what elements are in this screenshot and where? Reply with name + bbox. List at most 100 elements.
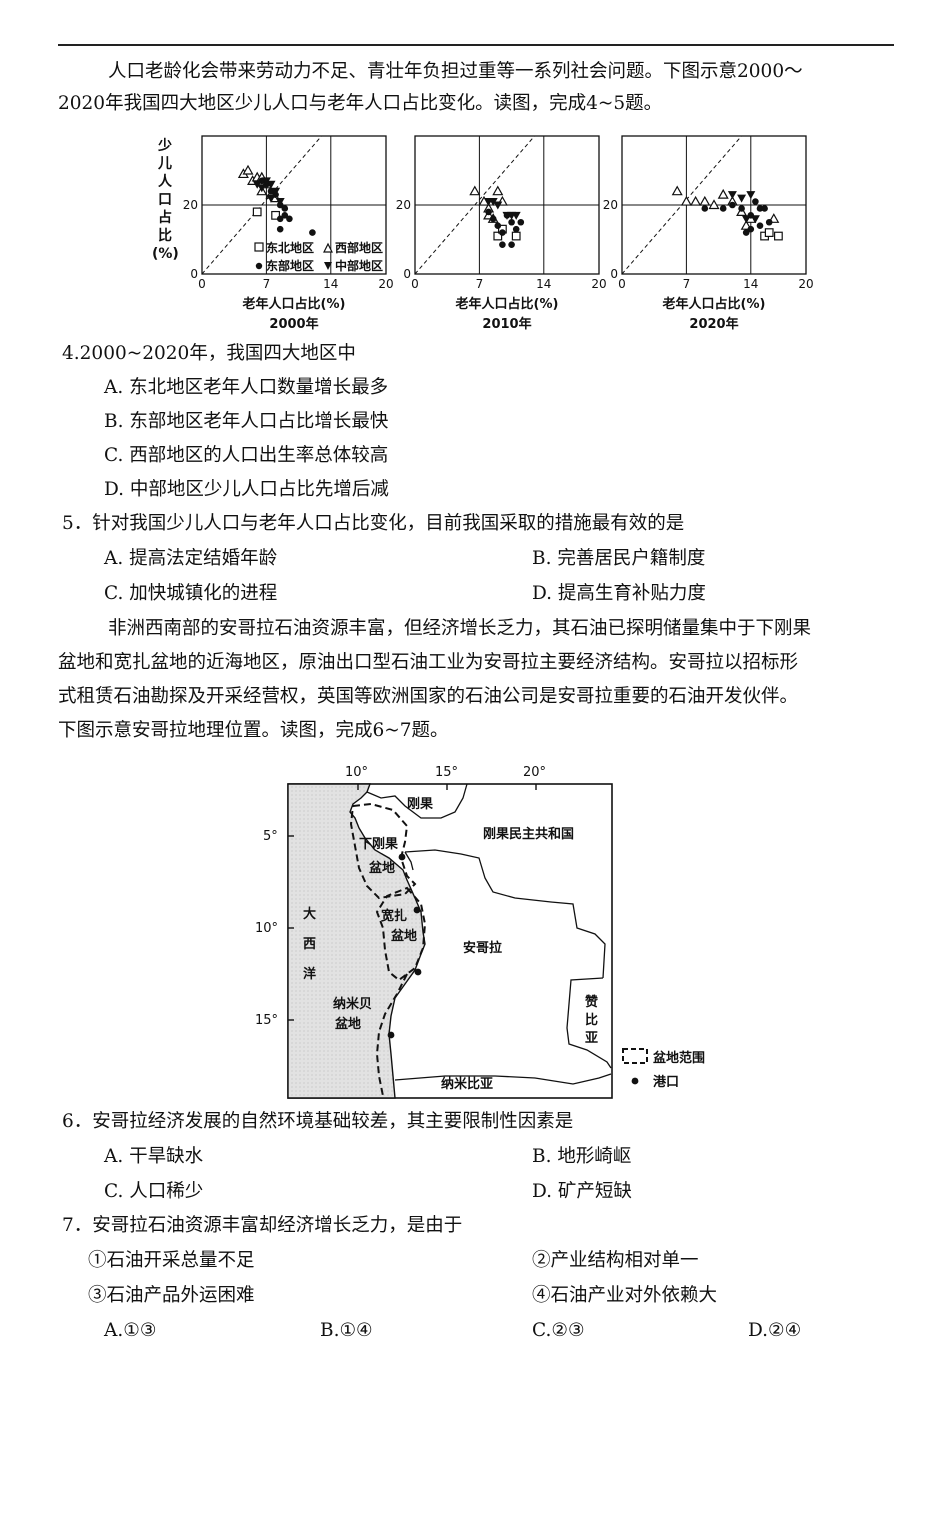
- port-marker: [414, 968, 422, 976]
- intro2-line2: 盆地和宽扎盆地的近海地区，原油出口型石油工业为安哥拉主要经济结构。安哥拉以招标形: [58, 652, 799, 673]
- central-region-point: [252, 180, 262, 189]
- east-region-point: [309, 229, 316, 236]
- q6-option-b[interactable]: B. 地形崎岖: [532, 1146, 632, 1167]
- q7-statement-4: ④石油产业对外依赖大: [532, 1285, 718, 1306]
- intro2-line1: 非洲西南部的安哥拉石油资源丰富，但经济增长乏力，其石油已探明储量集中于下刚果: [108, 618, 812, 639]
- legend-basin-label: 盆地范围: [652, 1050, 705, 1066]
- label-zambia-2: 比: [585, 1012, 598, 1028]
- legend-northeast: 东北地区: [266, 240, 314, 255]
- legend-triangle-marker: [323, 242, 333, 253]
- label-atlantic-3: 洋: [303, 966, 316, 982]
- northeast-region-point: [764, 228, 774, 238]
- q7-statement-3: ③石油产品外运困难: [88, 1285, 255, 1306]
- q4-option-b[interactable]: B. 东部地区老年人口占比增长最快: [104, 411, 389, 432]
- east-region-point: [489, 215, 497, 223]
- q4-option-d[interactable]: D. 中部地区少儿人口占比先增后减: [104, 479, 389, 500]
- zambia-border: [566, 977, 612, 1069]
- lon-label-10: 10°: [345, 765, 368, 780]
- x-axis-label: 老年人口占比(%): [242, 296, 346, 312]
- x-tick-label: 7: [476, 277, 484, 291]
- intro1-line1: 人口老龄化会带来劳动力不足、青壮年负担过重等一系列社会问题。下图示意2000～: [108, 61, 803, 82]
- y-tick-label: 20: [183, 198, 198, 212]
- west-region-point: [242, 164, 254, 175]
- ylabel-char: 人: [158, 173, 173, 190]
- q6-option-d[interactable]: D. 矿产短缺: [532, 1181, 632, 1202]
- kwanza-basin: [375, 886, 427, 982]
- ylabel-char: 口: [158, 192, 172, 208]
- q4-option-c[interactable]: C. 西部地区的人口出生率总体较高: [104, 445, 389, 466]
- northeast-region-point: [511, 231, 521, 241]
- east-region-point: [494, 222, 502, 229]
- ylabel-char: 少: [157, 137, 172, 154]
- lat-label-5: 5°: [263, 829, 278, 844]
- x-tick-label: 14: [743, 277, 758, 291]
- q6-option-a[interactable]: A. 干旱缺水: [104, 1146, 204, 1167]
- chart-legend: 东北地区 西部地区 东部地区 中部地区: [254, 240, 383, 273]
- x-tick-label: 0: [618, 277, 626, 291]
- x-axis-label: 老年人口占比(%): [662, 296, 766, 312]
- namibia-border: [394, 1073, 612, 1085]
- east-region-point: [499, 229, 506, 236]
- label-lower-congo: 下刚果: [359, 837, 398, 852]
- namibe-basin: [375, 973, 408, 1097]
- q4-option-a[interactable]: A. 东北地区老年人口数量增长最多: [104, 377, 389, 398]
- legend-west: 西部地区: [335, 240, 383, 255]
- lat-label-10: 10°: [255, 921, 278, 936]
- q5-option-c[interactable]: C. 加快城镇化的进程: [104, 583, 278, 604]
- x-tick-label: 0: [411, 277, 419, 291]
- northeast-region-point: [773, 231, 783, 241]
- legend-dot-marker: [255, 262, 263, 270]
- label-atlantic-1: 大: [303, 906, 316, 922]
- x-tick-label: 14: [536, 277, 551, 291]
- q5-option-b[interactable]: B. 完善居民户籍制度: [532, 548, 706, 569]
- q7-option-b[interactable]: B.①④: [320, 1320, 373, 1341]
- legend-port-label: 港口: [653, 1074, 679, 1090]
- label-kwanza: 宽扎: [380, 908, 407, 924]
- lat-label-15: 15°: [255, 1013, 278, 1028]
- x-tick-label: 0: [198, 277, 206, 291]
- q6-option-c[interactable]: C. 人口稀少: [104, 1181, 204, 1202]
- west-region-point: [680, 195, 692, 206]
- label-atlantic-2: 西: [303, 937, 316, 952]
- central-region-point: [493, 201, 503, 210]
- central-region-point: [275, 198, 285, 207]
- q7-statement-1: ①石油开采总量不足: [88, 1250, 255, 1271]
- intro1-line2: 2020年我国四大地区少儿人口与老年人口占比变化。读图，完成4~5题。: [58, 93, 663, 114]
- lon-label-20: 20°: [523, 765, 546, 780]
- central-region-point: [261, 177, 271, 186]
- east-region-point: [286, 215, 293, 223]
- q7-stem: 7．安哥拉石油资源丰富却经济增长乏力，是由于: [62, 1215, 463, 1236]
- y-tick-label: 0: [610, 267, 618, 281]
- x-tick-label: 14: [323, 277, 338, 291]
- q7-statement-2: ②产业结构相对单一: [532, 1250, 699, 1271]
- central-region-point: [746, 191, 756, 200]
- q7-option-a[interactable]: A.①③: [104, 1320, 157, 1341]
- east-region-point: [508, 241, 515, 248]
- port-marker: [398, 853, 406, 861]
- central-region-point: [737, 194, 747, 203]
- drc-border: [404, 849, 606, 979]
- northeast-region-point: [493, 231, 503, 241]
- west-region-point: [671, 185, 683, 196]
- q7-option-c[interactable]: C.②③: [532, 1320, 585, 1341]
- label-congo: 刚果: [407, 797, 433, 812]
- label-zambia-3: 亚: [585, 1031, 598, 1046]
- west-region-point: [708, 199, 720, 210]
- y-tick-label: 20: [396, 198, 411, 212]
- congo-border: [366, 783, 468, 819]
- legend-port-icon: [631, 1077, 639, 1085]
- east-region-point: [517, 218, 525, 226]
- label-zambia-1: 赞: [584, 994, 598, 1010]
- central-region-point: [266, 180, 276, 189]
- lon-label-15: 15°: [435, 765, 458, 780]
- east-region-point: [499, 241, 506, 248]
- panel-caption: 2020年: [689, 316, 738, 332]
- legend-east: 东部地区: [266, 258, 314, 273]
- y-tick-label: 0: [190, 267, 198, 281]
- q5-option-a[interactable]: A. 提高法定结婚年龄: [104, 548, 278, 569]
- q5-option-d[interactable]: D. 提高生育补贴力度: [532, 583, 706, 604]
- q7-option-d[interactable]: D.②④: [748, 1320, 802, 1341]
